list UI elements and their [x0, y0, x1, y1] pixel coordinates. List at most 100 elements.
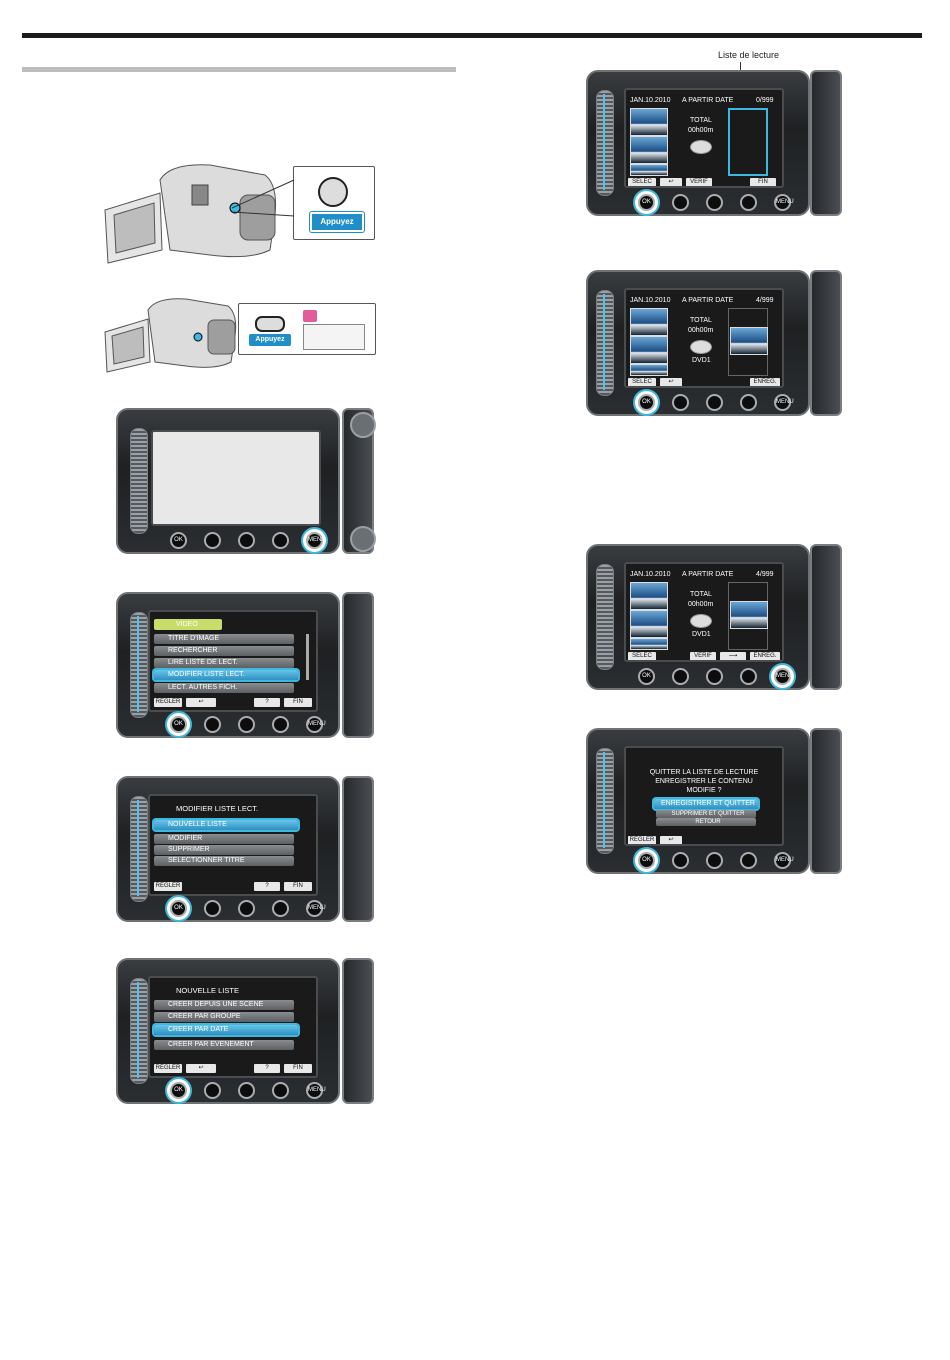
end-button[interactable]: FIN [284, 1064, 312, 1073]
check-button[interactable]: VERIF [690, 652, 716, 660]
ok-button[interactable]: OK [170, 532, 187, 549]
operation-button-3[interactable] [238, 1082, 255, 1099]
help-button[interactable]: ? [254, 698, 280, 707]
touch-slider[interactable] [596, 564, 614, 670]
menu-item[interactable]: CREER PAR EVENEMENT [154, 1040, 294, 1050]
menu-item-selected[interactable]: CREER PAR DATE [154, 1025, 298, 1035]
back-button[interactable]: ↩ [660, 836, 682, 844]
operation-button-4[interactable] [740, 668, 757, 685]
delete-and-quit-option[interactable]: SUPPRIMER ET QUITTER [656, 810, 756, 818]
playlist-area[interactable] [728, 582, 768, 650]
thumbnail[interactable] [630, 364, 668, 376]
end-button[interactable]: FIN [750, 178, 776, 186]
menu-item[interactable]: TITRE D'IMAGE [154, 634, 294, 644]
operation-button-3[interactable] [706, 668, 723, 685]
menu-button[interactable]: MENU [774, 194, 794, 211]
ok-button[interactable]: OK [638, 852, 655, 869]
back-button[interactable]: ↩ [186, 1064, 216, 1073]
operation-button-3[interactable] [706, 852, 723, 869]
menu-item-selected[interactable]: NOUVELLE LISTE [154, 820, 298, 830]
menu-item[interactable]: SUPPRIMER [154, 845, 294, 855]
thumbnail[interactable] [630, 108, 668, 136]
help-button[interactable]: ? [254, 1064, 280, 1073]
select-button[interactable]: SELEC [628, 652, 656, 660]
touch-slider[interactable] [596, 748, 614, 854]
operation-button-2[interactable] [672, 194, 689, 211]
touch-slider[interactable] [596, 290, 614, 396]
thumbnail[interactable] [630, 638, 668, 650]
help-button[interactable]: ? [254, 882, 280, 891]
set-button[interactable]: REGLER [154, 882, 182, 891]
menu-button[interactable]: MENU [774, 852, 794, 869]
playlist-area[interactable] [728, 108, 768, 176]
menu-item[interactable]: SELECTIONNER TITRE [154, 856, 294, 866]
menu-item[interactable]: CREER DEPUIS UNE SCENE [154, 1000, 294, 1010]
back-button[interactable]: ↩ [660, 378, 682, 386]
menu-button[interactable]: MENU [306, 900, 326, 917]
set-button[interactable]: REGLER [154, 1064, 182, 1073]
menu-button[interactable]: MENU [306, 532, 326, 549]
menu-button[interactable]: MENU [306, 716, 326, 733]
check-button[interactable]: VERIF [686, 178, 712, 186]
set-button[interactable]: REGLER [154, 698, 182, 707]
operation-button-3[interactable] [706, 194, 723, 211]
operation-button-4[interactable] [272, 900, 289, 917]
operation-button-4[interactable] [272, 716, 289, 733]
menu-item[interactable]: LECT. AUTRES FICH. [154, 683, 294, 693]
back-button[interactable]: ↩ [186, 698, 216, 707]
select-button[interactable]: SELEC [628, 178, 656, 186]
scrollbar[interactable] [306, 634, 309, 680]
thumbnail[interactable] [630, 582, 668, 610]
ok-button[interactable]: OK [170, 900, 187, 917]
ok-button[interactable]: OK [638, 394, 655, 411]
operation-button-4[interactable] [740, 194, 757, 211]
touch-slider[interactable] [130, 612, 148, 718]
select-button[interactable]: SELEC [628, 378, 656, 386]
menu-item[interactable]: CREER PAR GROUPE [154, 1012, 294, 1022]
operation-button-2[interactable] [204, 1082, 221, 1099]
operation-button-4[interactable] [740, 852, 757, 869]
thumbnail[interactable] [630, 308, 668, 336]
thumbnail[interactable] [630, 136, 668, 164]
playlist-thumbnail[interactable] [730, 601, 768, 629]
operation-button-2[interactable] [204, 532, 221, 549]
ok-button[interactable]: OK [638, 668, 655, 685]
menu-item[interactable]: MODIFIER [154, 834, 294, 844]
playlist-thumbnail[interactable] [730, 327, 768, 355]
thumbnail[interactable] [630, 610, 668, 638]
ok-button[interactable]: OK [170, 716, 187, 733]
menu-button[interactable]: MENU [774, 668, 794, 685]
back-button[interactable]: ↩ [660, 178, 682, 186]
ok-button[interactable]: OK [638, 194, 655, 211]
save-button[interactable]: ENREG. [750, 378, 780, 386]
menu-button[interactable]: MENU [306, 1082, 326, 1099]
thumbnail[interactable] [630, 164, 668, 176]
operation-button-3[interactable] [706, 394, 723, 411]
save-and-quit-option[interactable]: ENREGISTRER ET QUITTER [654, 799, 758, 809]
operation-button-2[interactable] [204, 900, 221, 917]
touch-slider[interactable] [130, 428, 148, 534]
menu-item-selected[interactable]: MODIFIER LISTE LECT. [154, 670, 298, 680]
operation-button-2[interactable] [672, 852, 689, 869]
operation-button-3[interactable] [238, 900, 255, 917]
menu-item[interactable]: RECHERCHER [154, 646, 294, 656]
set-button[interactable]: REGLER [628, 836, 656, 844]
operation-button-3[interactable] [238, 532, 255, 549]
playlist-area[interactable] [728, 308, 768, 376]
end-button[interactable]: FIN [284, 882, 312, 891]
operation-button-4[interactable] [740, 394, 757, 411]
operation-button-4[interactable] [272, 532, 289, 549]
menu-button[interactable]: MENU [774, 394, 794, 411]
ok-button[interactable]: OK [170, 1082, 187, 1099]
touch-slider[interactable] [596, 90, 614, 196]
operation-button-3[interactable] [238, 716, 255, 733]
arrow-button[interactable]: ⟶ [720, 652, 746, 660]
operation-button-4[interactable] [272, 1082, 289, 1099]
operation-button-2[interactable] [672, 668, 689, 685]
touch-slider[interactable] [130, 978, 148, 1084]
return-option[interactable]: RETOUR [656, 818, 756, 826]
end-button[interactable]: FIN [284, 698, 312, 707]
thumbnail[interactable] [630, 336, 668, 364]
menu-item[interactable]: LIRE LISTE DE LECT. [154, 658, 294, 668]
operation-button-2[interactable] [672, 394, 689, 411]
